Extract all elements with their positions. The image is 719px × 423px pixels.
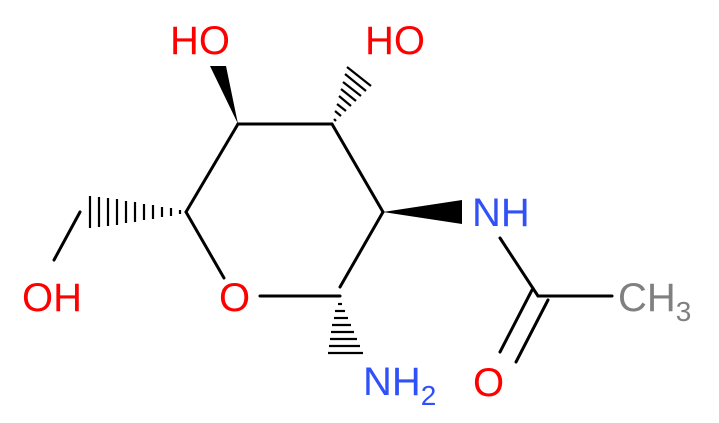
single-bonds: [52, 122, 614, 364]
nh2-label: NH2: [363, 360, 436, 411]
wedge-c4-oh: [210, 66, 238, 124]
oh-c3-label: HO: [365, 19, 425, 63]
bond-c6-o6: [52, 210, 82, 262]
ring-o-label: O: [219, 276, 250, 320]
bond-n-cco: [498, 236, 540, 298]
bond-carbonyl-a: [498, 288, 534, 354]
carbonyl-o-label: O: [473, 361, 504, 405]
wedge-c2-n: [383, 200, 462, 224]
atom-labels: HO HO NH OH O CH3 O NH2: [22, 19, 691, 411]
bond-c2-c1: [338, 210, 385, 289]
bond-c3-c2: [330, 122, 385, 214]
bond-carbonyl-b: [514, 298, 550, 364]
bond-c5-o5: [184, 210, 226, 280]
ch3-label: CH3: [618, 276, 691, 327]
wedge-bonds: [210, 66, 462, 224]
bond-c4-c5: [184, 122, 240, 214]
hashed-bonds: [88, 66, 372, 355]
nh-label: NH: [472, 191, 530, 235]
oh-c4-label: HO: [170, 19, 230, 63]
oh-c6-label: OH: [22, 276, 82, 320]
